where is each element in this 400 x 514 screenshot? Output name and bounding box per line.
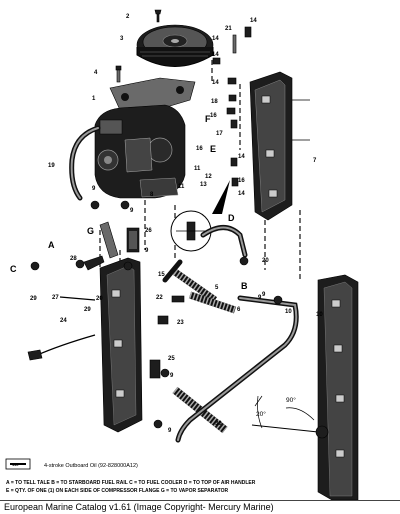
label-9d: 9 [258,295,262,301]
right-rail-angle-drawing [251,274,359,500]
screw-2-drawing [154,9,162,23]
label-29b: 29 [84,307,91,313]
label-17: 17 [216,131,223,137]
label-30: 30 [215,421,222,427]
label-13: 13 [200,182,207,188]
letter-c: C [10,264,17,274]
label-8: 8 [150,192,154,198]
label-27: 27 [52,295,59,301]
label-15: 15 [158,272,165,278]
pulley-drawing [136,24,214,67]
label-14f: 14 [238,191,245,197]
label-9a: 9 [92,186,96,192]
clamps-drawing [75,259,185,325]
label-12: 12 [205,174,212,180]
oil-ref: 110 [12,462,19,467]
label-16a: 16 [210,113,217,119]
label-10b: 10 [316,312,323,318]
label-10a: 10 [285,309,292,315]
label-18: 18 [211,99,218,105]
label-6: 6 [237,307,241,313]
filter-drawing [126,227,140,253]
catalog-caption: European Marine Catalog v1.61 (Image Cop… [0,500,400,514]
label-16c: 16 [196,146,203,152]
exploded-parts-diagram: 2 3 4 1 21 14 14 14 14 18 16 17 14 16 14… [5,9,359,500]
oil-legend-drawing [5,458,31,470]
label-1: 1 [92,96,96,102]
small-fittings-drawing [30,200,283,429]
label-19: 19 [48,163,55,169]
label-14a: 14 [250,18,257,24]
label-2: 2 [126,14,130,20]
detail-d-drawing [170,180,230,252]
letter-e: E [210,144,216,154]
label-24: 24 [60,318,67,324]
letter-g: G [87,226,94,236]
label-11a: 11 [194,166,201,172]
label-14e: 14 [238,154,245,160]
label-20b: 20 [96,296,103,302]
label-14d: 14 [212,80,219,86]
label-28: 28 [70,256,77,262]
letter-a: A [48,240,55,250]
label-23: 23 [177,320,184,326]
label-22: 22 [156,295,163,301]
label-29a: 29 [30,296,37,302]
label-9g: 9 [262,292,266,298]
legend-line-1: A = TO TELL TALE B = TO STARBOARD FUEL R… [6,480,256,486]
letter-b: B [241,281,248,291]
letter-d: D [228,213,235,223]
label-9f: 9 [168,428,172,434]
label-14b: 14 [212,36,219,42]
fittings-drawing [212,26,252,187]
label-26: 26 [145,228,152,234]
left-fuel-rail-drawing [99,257,161,433]
letter-f: F [205,114,211,124]
label-11b: 11 [178,184,185,190]
label-25: 25 [168,356,175,362]
tube-g-drawing [83,221,119,271]
compressor-drawing [94,104,186,199]
label-5: 5 [215,285,219,291]
bolt-4-drawing [115,65,122,83]
label-7: 7 [313,158,317,164]
legend-line-2: E = QTY. OF ONE (1) ON EACH SIDE OF COMP… [6,488,228,494]
label-14c: 14 [212,52,219,58]
fuel-rail-drawing [249,71,310,221]
label-3: 3 [120,36,124,42]
angle-20: 20° [256,410,266,418]
letter-labels: A B C D E F G [10,114,248,291]
label-20a: 20 [262,258,269,264]
angle-90: 90° [286,396,296,404]
part-labels: 2 3 4 1 21 14 14 14 14 18 16 17 14 16 14… [30,14,323,434]
label-9b: 9 [130,208,134,214]
label-4: 4 [94,70,98,76]
oil-note: 4-stroke Outboard Oil (92-828000A12) [44,463,138,469]
label-9e: 9 [170,373,174,379]
label-9c: 9 [145,248,149,254]
label-21: 21 [225,26,232,32]
label-16b: 16 [238,178,245,184]
oil-tube-24-drawing [27,334,96,361]
